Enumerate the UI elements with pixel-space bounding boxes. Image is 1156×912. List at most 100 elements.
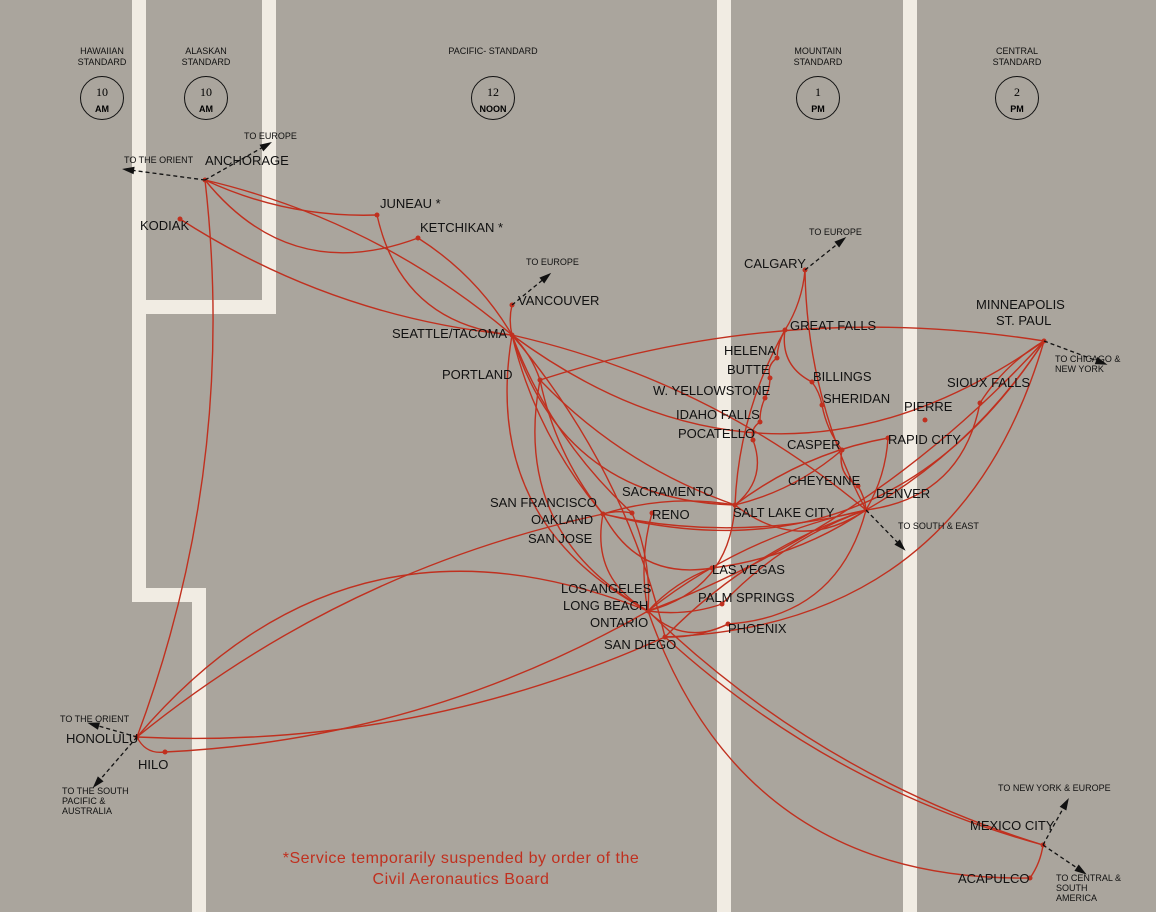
route-sf-la [600, 513, 649, 612]
clock-icon: 1 PM [796, 76, 840, 120]
city-label-acapulco: ACAPULCO [958, 871, 1030, 886]
arrowhead-icon [539, 272, 552, 284]
route-palmsprings-denver [721, 509, 867, 605]
city-label-sanjose: SAN JOSE [528, 531, 593, 546]
city-label-sacramento: SACRAMENTO [622, 484, 714, 499]
connection-note-anch_orient: TO THE ORIENT [124, 155, 194, 165]
city-label-anchorage: ANCHORAGE [205, 153, 289, 168]
city-label-juneau: JUNEAU * [380, 196, 441, 211]
time-zone-label: PACIFIC- STANDARD [448, 46, 538, 56]
route-saltlake-rapidcity [734, 437, 889, 506]
route-seattle-sandiego [511, 334, 666, 638]
clock-period: AM [95, 104, 109, 114]
city-label-sandiego: SAN DIEGO [604, 637, 677, 652]
route-denver-minneapolis [865, 340, 1045, 511]
city-label-ontario: ONTARIO [590, 615, 649, 630]
city-label-idahofalls: IDAHO FALLS [676, 407, 760, 422]
city-label-wyellowstone: W. YELLOWSTONE [653, 383, 771, 398]
city-dot-pocatello [750, 437, 756, 443]
route-mexicocity-acapulco [1029, 844, 1044, 879]
city-dot-seattle [509, 332, 515, 338]
city-dot-siouxfalls [977, 400, 983, 406]
city-dot-sandiego [662, 634, 668, 640]
city-label-hilo: HILO [138, 757, 169, 772]
city-dot-sacramento [629, 510, 635, 516]
city-label-greatfalls: GREAT FALLS [790, 318, 877, 333]
connection-arrow-icon [97, 736, 138, 783]
connection-arrow-icon [1042, 804, 1066, 846]
time-zone-label: MOUNTAIN STANDARD [793, 46, 843, 67]
city-dot-phoenix [725, 621, 731, 627]
connection-arrow-icon [1042, 844, 1081, 871]
route-saltlake-greatfalls [734, 329, 786, 506]
route-sf-honolulu [136, 513, 604, 738]
city-label-sf: SAN FRANCISCO [490, 495, 597, 510]
clock-icon: 10 AM [80, 76, 124, 120]
city-label-lasvegas: LAS VEGAS [712, 562, 785, 577]
route-kodiak-seattle [179, 218, 513, 336]
route-seattle-denver [511, 334, 867, 511]
route-la-honolulu [136, 570, 649, 738]
clock-hour: 12 [487, 85, 499, 99]
route-sandiego-honolulu [136, 636, 666, 740]
route-portland-sf [539, 379, 604, 515]
connection-note-den: TO SOUTH & EAST [898, 521, 979, 531]
city-dot-rapidcity [885, 435, 891, 441]
route-seattle-sf [511, 334, 604, 515]
route-anchorage-ketchikan [204, 179, 419, 254]
city-dot-helena [774, 355, 780, 361]
city-dot-cheyenne [855, 483, 861, 489]
clock-period: NOON [479, 104, 507, 114]
connection-note-hnl_south: TO THE SOUTH PACIFIC & AUSTRALIA [62, 786, 129, 816]
clock-icon: 10 AM [184, 76, 228, 120]
connection-note-msp: TO CHICAGO & NEW YORK [1055, 354, 1121, 374]
route-saltlake-denver [734, 504, 867, 532]
route-saltlake-casper [734, 449, 843, 506]
city-dot-kodiak [177, 216, 183, 222]
arrowhead-icon [1059, 797, 1069, 811]
tz-boundary-hawaii [132, 0, 146, 592]
route-casper-cheyenne [840, 449, 859, 487]
city-dot-billings [809, 379, 815, 385]
clock-hour: 2 [1014, 85, 1020, 99]
route-sandiego-mexicocity [664, 636, 1044, 846]
route-honolulu-hilo [136, 736, 166, 754]
city-label-reno: RENO [652, 507, 690, 522]
city-dot-la [645, 608, 651, 614]
city-dot-greatfalls [782, 327, 788, 333]
route-seattle-la [506, 334, 649, 612]
city-label-pierre: PIERRE [904, 399, 953, 414]
city-label-mexicocity: MEXICO CITY [970, 818, 1055, 833]
route-sf-saltlake [602, 500, 736, 515]
city-label-minneapolis: MINNEAPOLIS [976, 297, 1065, 312]
city-dot-hilo [162, 749, 168, 755]
connection-arrow-icon [865, 509, 901, 546]
clock-hour: 1 [815, 85, 821, 99]
arrowhead-icon [1074, 864, 1087, 875]
connection-note-anch_europe: TO EUROPE [244, 131, 297, 141]
route-sheridan-casper [821, 404, 843, 451]
city-dot-pierre [922, 417, 928, 423]
city-label-pocatello: POCATELLO [678, 426, 756, 441]
city-dot-saltlake [732, 502, 738, 508]
route-anchorage-juneau [204, 179, 378, 216]
arrowhead-icon [92, 776, 104, 789]
clock-hour: 10 [96, 85, 108, 99]
connection-arrow-icon [204, 145, 266, 181]
city-label-honolulu: HONOLULU [66, 731, 139, 746]
time-zone-label: ALASKAN STANDARD [181, 46, 231, 67]
connection-note-van_europe: TO EUROPE [526, 257, 579, 267]
city-label-butte: BUTTE [727, 362, 770, 377]
route-phoenix-denver [727, 509, 867, 625]
city-label-calgary: CALGARY [744, 256, 806, 271]
clock-period: PM [1010, 104, 1024, 114]
connection-arrow-icon [94, 724, 138, 738]
city-label-casper: CASPER [787, 437, 841, 452]
city-label-denver: DENVER [876, 486, 931, 501]
route-la-lasvegas [647, 567, 713, 612]
footer-note: *Service temporarily suspended by order … [228, 848, 694, 890]
route-portland-saltlake [539, 379, 736, 506]
route-sandiego-minneapolis [664, 340, 1045, 638]
city-label-billings: BILLINGS [813, 369, 872, 384]
tz-boundary-hawaii-lower [132, 588, 206, 602]
